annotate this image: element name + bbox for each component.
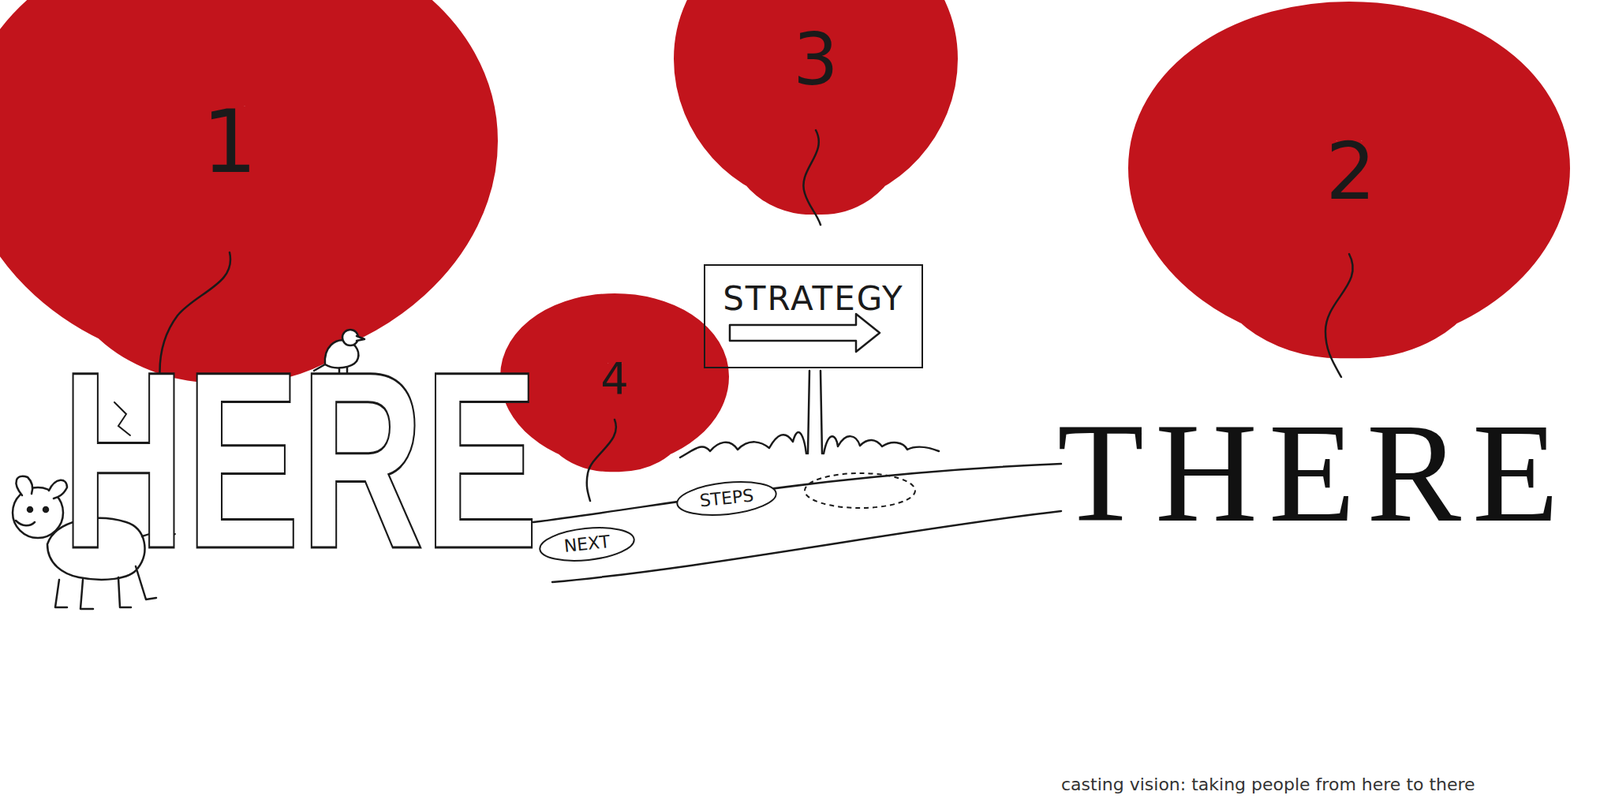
road-edge	[533, 463, 1062, 523]
callout-number: 2	[1256, 124, 1446, 220]
sign-text: STRATEGY	[722, 280, 905, 318]
callout-number: 4	[519, 351, 710, 405]
stone-ellipse	[538, 523, 636, 565]
balloon	[122, 61, 337, 251]
there-word: THERE	[1057, 402, 1571, 545]
stepping-stone	[804, 473, 916, 509]
here-word: HERE	[61, 333, 539, 587]
sign-board: STRATEGY	[703, 264, 924, 369]
callout-number: 1	[134, 89, 325, 195]
balloon-string	[1325, 254, 1354, 378]
sign-post	[807, 370, 823, 454]
grass	[680, 432, 939, 458]
balloon-string	[803, 130, 821, 225]
stone-ellipse	[675, 478, 778, 520]
stepping-stone: NEXT	[536, 522, 638, 568]
sign-arrow	[729, 314, 880, 352]
stepping-stone: STEPS	[673, 475, 780, 521]
callout-number: 3	[721, 17, 911, 103]
balloon-string	[586, 419, 617, 501]
caption: casting vision: taking people from here …	[1061, 774, 1476, 796]
